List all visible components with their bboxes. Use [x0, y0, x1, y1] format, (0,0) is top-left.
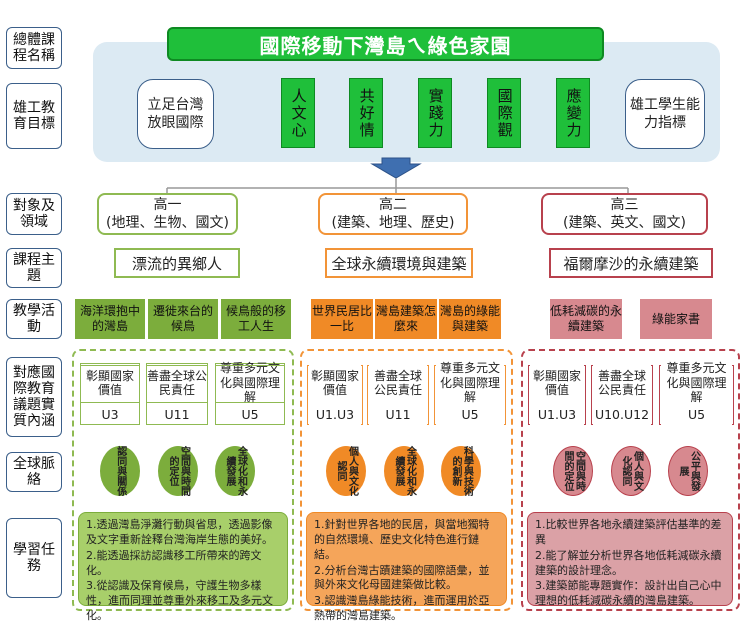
- grade-3-theme: 福爾摩沙的永續建築: [549, 248, 713, 278]
- grade-1-task-3: 3.從認識及保育候鳥，守護生物多樣性，進而同理並尊重外來移工及多元文化。: [86, 579, 273, 623]
- label-target: 對象及領域: [6, 193, 62, 235]
- goal-right: 雄工學生能力指標: [625, 79, 705, 149]
- grade-3-code-2: U10.U12: [593, 403, 651, 425]
- grade-3-issue-2: 善盡全球公民責任: [593, 363, 651, 403]
- grade-3-activity-1: 低耗減碳的永續建築: [550, 299, 622, 339]
- grade-2-issue-2: 善盡全球公民責任: [369, 363, 427, 403]
- connector-arrow: [166, 157, 629, 193]
- grade-2-task-2: 2.分析台灣古蹟建築的國際語彙，並與外來文化母國建築做比較。: [314, 563, 490, 592]
- grade-3-global-2: 個人與文化認同: [611, 446, 651, 496]
- grade-3-code-1: U1.U3: [530, 403, 584, 425]
- core-value-1: 人文心: [281, 78, 315, 148]
- grade-3-content-frame: [521, 349, 740, 611]
- grade-1-activity-2: 遷徙來台的候鳥: [148, 299, 218, 339]
- grade-2-global-3: 科學與技術的創新: [441, 446, 481, 496]
- label-theme: 課程主題: [6, 248, 62, 288]
- grade-2-name: 高二: [379, 197, 407, 213]
- core-value-5: 應變力: [556, 78, 590, 148]
- label-goals: 雄工教育目標: [6, 83, 62, 149]
- grade-3-tasks: 1.比較世界各地永續建築評估基準的差異 2.能了解並分析世界各地低耗減碳永續建築…: [527, 512, 733, 608]
- grade-3-global-3: 公平與發展: [668, 446, 708, 496]
- grade-1-issue-box-1: [80, 365, 140, 425]
- grade-1-global-3: 全球化和永續發展: [215, 446, 255, 496]
- grade-2-code-1: U1.U3: [309, 403, 361, 425]
- label-tasks: 學習任務: [6, 518, 62, 598]
- grade-2-task-1: 1.針對世界各地的民居，與當地獨特的自然環境、歷史文化特色進行鏈結。: [314, 518, 490, 561]
- grade-2-header: 高二 (建築、地理、歷史): [318, 193, 468, 235]
- grade-3-task-2: 2.能了解並分析世界各地低耗減碳永續建築的設計理念。: [535, 548, 722, 577]
- label-activity: 教學活動: [6, 299, 62, 339]
- core-value-2: 共好情: [349, 78, 383, 148]
- grade-1-task-2: 2.能透過採訪認識移工所帶來的跨文化。: [86, 548, 262, 577]
- grade-3-header: 高三 (建築、英文、國文): [541, 193, 708, 235]
- grade-3-name: 高三: [610, 197, 639, 213]
- label-issues: 對應國際教育議題實質內涵: [6, 357, 62, 437]
- grade-2-content-frame: [300, 349, 513, 611]
- grade-1-header: 高一 (地理、生物、國文): [97, 193, 238, 235]
- grade-1-global-1: 認同與關係: [100, 446, 140, 496]
- grade-2-issue-1: 彰顯國家價值: [309, 363, 361, 403]
- grade-1-issue-1: 彰顯國家價值: [80, 363, 140, 403]
- grade-3-task-1: 1.比較世界各地永續建築評估基準的差異: [535, 518, 722, 546]
- grade-2-activity-1: 世界民居比一比: [311, 299, 373, 339]
- grade-2-global-2: 全球化和永續發展: [384, 446, 424, 496]
- grade-2-issue-3: 尊重多元文化與國際理解: [436, 361, 504, 404]
- grade-3-subjects: (建築、英文、國文): [563, 214, 686, 231]
- page-title: 國際移動下灣島ㄟ綠色家園: [167, 27, 604, 61]
- grade-1-tasks: 1.透過灣島淨灘行動與省思，透過影像及文字重新詮釋台灣海岸生態的美好。 2.能透…: [78, 512, 288, 622]
- core-value-4: 國際觀: [487, 78, 521, 148]
- grade-3-issue-3: 尊重多元文化與國際理解: [661, 361, 732, 404]
- label-global: 全球脈絡: [6, 452, 62, 492]
- grade-1-issue-2: 善盡全球公民責任: [146, 363, 208, 403]
- grade-1-subjects: (地理、生物、國文): [106, 214, 229, 231]
- grade-3-issue-1: 彰顯國家價值: [530, 363, 584, 403]
- grade-2-task-3: 3.認識灣島綠能技術，進而運用於亞熱帶的灣島建築。: [314, 594, 490, 623]
- grade-1-issue-box-3: [215, 365, 285, 425]
- grade-1-name: 高一: [153, 197, 182, 213]
- grade-2-global-1: 個人與文化認同: [326, 446, 366, 496]
- grade-1-activity-3: 候鳥般的移工人生: [221, 299, 291, 339]
- grade-1-content-frame: [72, 349, 294, 611]
- grade-3-activity-2: 綠能家書: [640, 299, 712, 339]
- grade-2-code-2: U11: [369, 403, 427, 425]
- grade-2-tasks: 1.針對世界各地的民居，與當地獨特的自然環境、歷史文化特色進行鏈結。 2.分析台…: [306, 512, 507, 622]
- grade-1-issue-3: 尊重多元文化與國際理解: [215, 361, 285, 404]
- grade-2-activity-3: 灣島的綠能與建築: [439, 299, 501, 339]
- grade-2-code-3: U5: [436, 403, 504, 425]
- grade-1-activity-1: 海洋環抱中的灣島: [75, 299, 145, 339]
- grade-2-subjects: (建築、地理、歷史): [331, 214, 455, 231]
- core-value-3: 實踐力: [418, 78, 452, 148]
- grade-1-theme: 漂流的異鄉人: [114, 248, 240, 278]
- grade-2-activity-2: 灣島建築怎麼來: [375, 299, 437, 339]
- goal-left: 立足台灣放眼國際: [137, 79, 214, 149]
- label-course-name: 總體課程名稱: [6, 27, 62, 69]
- grade-1-global-2: 空間與時間的定位: [158, 446, 198, 496]
- grade-3-task-3: 3.建築節能專題實作：設計出自己心中理想的低耗減碳永續的灣島建築。: [535, 579, 722, 608]
- grade-3-global-1: 空間與時間的定位: [553, 446, 593, 496]
- grade-3-code-3: U5: [661, 403, 732, 425]
- grade-1-code-2: U11: [146, 403, 208, 425]
- grade-2-theme: 全球永續環境與建築: [325, 248, 473, 278]
- grade-1-code-1: U3: [80, 403, 140, 425]
- grade-1-issue-box-2: [146, 365, 208, 425]
- grade-1-code-3: U5: [215, 403, 285, 425]
- grade-1-task-1: 1.透過灣島淨灘行動與省思，透過影像及文字重新詮釋台灣海岸生態的美好。: [86, 518, 273, 546]
